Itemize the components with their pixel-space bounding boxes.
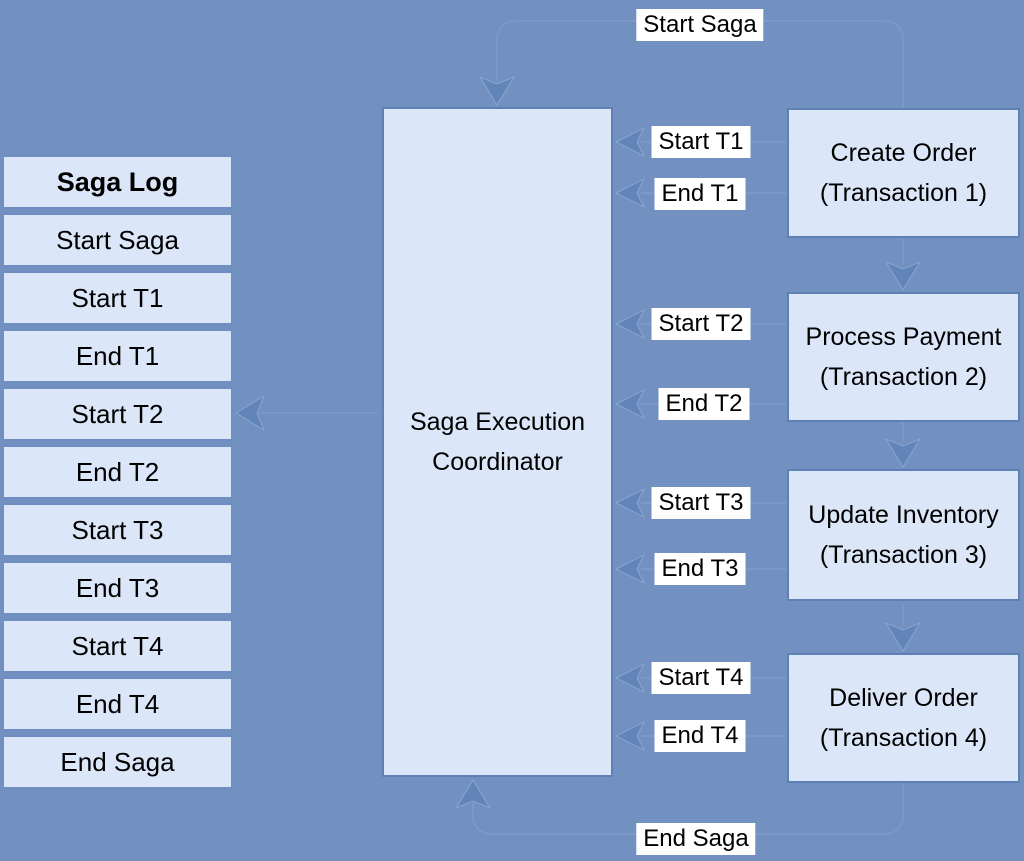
txn3-to-txn4-arrow bbox=[884, 603, 922, 652]
transaction-subtitle: (Transaction 3) bbox=[819, 541, 988, 569]
transaction-box-deliver-order: Deliver Order (Transaction 4) bbox=[787, 653, 1020, 783]
message-label-start-t4: Start T4 bbox=[651, 662, 751, 694]
message-label-start-t2: Start T2 bbox=[651, 308, 751, 340]
transaction-name: Update Inventory bbox=[808, 501, 999, 529]
saga-log-row: Start T1 bbox=[2, 271, 233, 325]
saga-log-row: Start T3 bbox=[2, 503, 233, 557]
message-label-end-saga: End Saga bbox=[636, 823, 756, 855]
saga-log-row: End Saga bbox=[2, 735, 233, 789]
transaction-box-update-inventory: Update Inventory (Transaction 3) bbox=[787, 469, 1020, 601]
message-label-end-t2: End T2 bbox=[658, 388, 750, 420]
saga-log-row: End T3 bbox=[2, 561, 233, 615]
saga-log-header: Saga Log bbox=[2, 155, 233, 209]
transaction-box-process-payment: Process Payment (Transaction 2) bbox=[787, 292, 1020, 422]
saga-log-row: End T4 bbox=[2, 677, 233, 731]
saga-log-row: Start T4 bbox=[2, 619, 233, 673]
message-label-start-t1: Start T1 bbox=[651, 126, 751, 158]
message-label-end-t1: End T1 bbox=[654, 178, 746, 210]
transaction-name: Deliver Order bbox=[829, 684, 978, 712]
transaction-subtitle: (Transaction 4) bbox=[819, 724, 988, 752]
saga-log-row: End T2 bbox=[2, 445, 233, 499]
coordinator-label-line2: Coordinator bbox=[432, 448, 563, 476]
message-label-end-t3: End T3 bbox=[654, 553, 746, 585]
saga-log-row: Start T2 bbox=[2, 387, 233, 441]
txn2-to-txn3-arrow bbox=[884, 422, 922, 468]
saga-log-table: Saga Log Start Saga Start T1 End T1 Star… bbox=[2, 155, 233, 793]
transaction-name: Process Payment bbox=[805, 323, 1002, 351]
transaction-box-create-order: Create Order (Transaction 1) bbox=[787, 108, 1020, 238]
transaction-subtitle: (Transaction 2) bbox=[819, 363, 988, 391]
saga-log-row: Start Saga bbox=[2, 213, 233, 267]
log-write-arrow bbox=[235, 394, 378, 432]
message-label-end-t4: End T4 bbox=[654, 720, 746, 752]
message-label-start-t3: Start T3 bbox=[651, 487, 751, 519]
saga-execution-coordinator-box: Saga Execution Coordinator bbox=[382, 107, 613, 777]
transaction-subtitle: (Transaction 1) bbox=[819, 179, 988, 207]
message-label-start-saga: Start Saga bbox=[636, 9, 764, 41]
coordinator-label-line1: Saga Execution bbox=[409, 408, 586, 436]
transaction-name: Create Order bbox=[830, 139, 977, 167]
txn1-to-txn2-arrow bbox=[884, 239, 922, 291]
saga-log-row: End T1 bbox=[2, 329, 233, 383]
